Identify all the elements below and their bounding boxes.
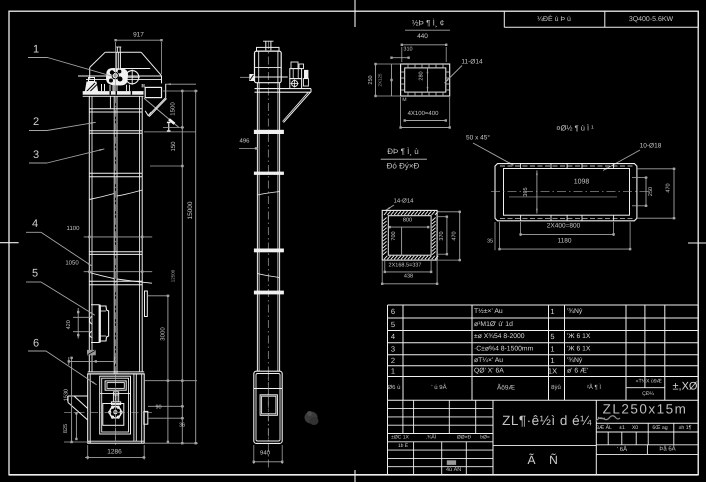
svg-text:35: 35 xyxy=(487,239,493,245)
svg-text:90: 90 xyxy=(155,405,161,411)
svg-text:10-Ø18: 10-Ø18 xyxy=(640,143,662,150)
svg-text:±,XØ: ±,XØ xyxy=(673,381,698,393)
svg-text:QØ' X' 6A: QØ' X' 6A xyxy=(474,368,504,375)
svg-text:2X125: 2X125 xyxy=(378,73,383,87)
svg-text:±h 1¶: ±h 1¶ xyxy=(679,425,692,431)
svg-text:1500: 1500 xyxy=(170,102,177,116)
svg-text:496: 496 xyxy=(239,138,250,145)
svg-text:' ú 9Â: ' ú 9Â xyxy=(431,383,446,391)
svg-text:2X400=800: 2X400=800 xyxy=(547,222,581,229)
svg-text:Ñ: Ñ xyxy=(549,453,558,467)
svg-text:X0: X0 xyxy=(632,425,638,431)
svg-text:1: 1 xyxy=(391,367,395,376)
svg-text:4X100=400: 4X100=400 xyxy=(408,110,440,117)
svg-text:øT¼×' Au: øT¼×' Au xyxy=(474,357,503,364)
svg-text:1050: 1050 xyxy=(65,260,79,267)
svg-text:395: 395 xyxy=(523,187,529,196)
svg-text:ZL250x15m: ZL250x15m xyxy=(603,402,688,417)
svg-text:M: M xyxy=(402,97,406,103)
svg-text:470: 470 xyxy=(666,183,672,192)
svg-text:¼ÐÈ ù Þ ú: ¼ÐÈ ù Þ ú xyxy=(537,14,571,23)
svg-text:15000: 15000 xyxy=(187,201,194,219)
svg-text:8ÿû: 8ÿû xyxy=(551,384,561,391)
svg-text:' 6Å: ' 6Å xyxy=(617,445,627,453)
svg-text:1: 1 xyxy=(550,356,554,365)
svg-text:±ø X¾54 8-2000: ±ø X¾54 8-2000 xyxy=(474,333,525,340)
svg-text:6: 6 xyxy=(391,307,395,316)
svg-text:¤Ø½ ¶ ù Ì ¹: ¤Ø½ ¶ ù Ì ¹ xyxy=(556,124,594,133)
svg-text:Ðó Ðý×Ð: Ðó Ðý×Ð xyxy=(387,162,420,171)
svg-text:ÇÐ¼: ÇÐ¼ xyxy=(642,391,654,397)
svg-text:3000: 3000 xyxy=(160,327,167,341)
svg-text:12500: 12500 xyxy=(171,269,176,282)
svg-text:438: 438 xyxy=(404,273,413,279)
svg-text:ÐÞ ¶ Ì¸ ù: ÐÞ ¶ Ì¸ ù xyxy=(387,147,418,156)
svg-text:1X: 1X xyxy=(548,367,557,376)
svg-text:917: 917 xyxy=(133,32,144,39)
svg-text:150: 150 xyxy=(170,141,177,152)
svg-text:940: 940 xyxy=(260,450,271,457)
svg-text:310: 310 xyxy=(403,47,412,53)
svg-text:½Þ ¶ Ì¸ ¢: ½Þ ¶ Ì¸ ¢ xyxy=(412,19,444,28)
svg-text:825: 825 xyxy=(63,424,69,433)
svg-text:±ØC 1X: ±ØC 1X xyxy=(391,435,409,441)
svg-text:5: 5 xyxy=(32,268,38,280)
svg-text:700: 700 xyxy=(391,231,397,240)
svg-text:ZL¶·ê½ì d é¼: ZL¶·ê½ì d é¼ xyxy=(502,413,592,428)
svg-text:11-Ø14: 11-Ø14 xyxy=(461,59,483,66)
svg-text:'Ж 6 1X: 'Ж 6 1X xyxy=(567,345,591,352)
svg-text:²Ã ¶ Ì: ²Ã ¶ Ì xyxy=(587,383,602,391)
svg-text:2: 2 xyxy=(391,356,395,365)
svg-text:14-Ø14: 14-Ø14 xyxy=(393,198,414,205)
svg-text:250: 250 xyxy=(648,187,654,196)
svg-text:3Æ ÃL: 3Æ ÃL xyxy=(596,424,612,431)
svg-text:bØ=: bØ= xyxy=(480,435,490,441)
svg-text:Þå 6Å: Þå 6Å xyxy=(659,445,675,453)
svg-text:2X168.5=337: 2X168.5=337 xyxy=(389,263,422,269)
svg-text:'¾Ný: '¾Ný xyxy=(567,357,583,364)
svg-text:3Q400-5.6KW: 3Q400-5.6KW xyxy=(629,16,674,23)
svg-text:'¾Ný: '¾Ný xyxy=(567,308,583,315)
svg-text:±1: ±1 xyxy=(619,425,625,431)
svg-text:470: 470 xyxy=(452,231,458,240)
svg-text:1180: 1180 xyxy=(558,237,572,244)
svg-text:'Ж 6 1X: 'Ж 6 1X xyxy=(567,333,591,340)
svg-text:370: 370 xyxy=(439,231,445,240)
svg-text:280: 280 xyxy=(419,71,425,80)
svg-text:·C±ø%4 8-1500mm: ·C±ø%4 8-1500mm xyxy=(474,345,534,352)
svg-text:1098: 1098 xyxy=(574,178,590,185)
svg-text:Ø6 ù: Ø6 ù xyxy=(387,384,400,391)
svg-text:1530: 1530 xyxy=(64,389,70,401)
svg-text:6Œ ag: 6Œ ag xyxy=(652,425,667,431)
svg-text:420: 420 xyxy=(66,320,72,329)
svg-text:ø¹M1Ø' ù' 1d: ø¹M1Ø' ù' 1d xyxy=(474,321,513,328)
svg-text:440: 440 xyxy=(417,33,428,40)
svg-text:4: 4 xyxy=(32,218,38,230)
svg-text:ø' 6 Æ': ø' 6 Æ' xyxy=(567,368,588,375)
svg-text:4ù ÃÑ: 4ù ÃÑ xyxy=(446,466,461,473)
svg-text:Ã: Ã xyxy=(527,453,535,467)
svg-text:T½±×' Au: T½±×' Au xyxy=(474,308,503,315)
svg-text:36: 36 xyxy=(179,422,185,428)
svg-text:1100: 1100 xyxy=(67,225,81,232)
svg-text:250: 250 xyxy=(368,75,374,84)
svg-text:800: 800 xyxy=(403,218,412,224)
svg-text:1b Ë: 1b Ë xyxy=(398,442,409,449)
svg-text:5: 5 xyxy=(391,320,395,329)
svg-text:6: 6 xyxy=(33,338,39,350)
svg-text:.¾ÃÌ: .¾ÃÌ xyxy=(426,434,437,441)
svg-text:3: 3 xyxy=(33,149,39,161)
svg-text:1: 1 xyxy=(550,307,554,316)
svg-text:4: 4 xyxy=(391,332,395,341)
svg-text:»T½X ù9Æ: »T½X ù9Æ xyxy=(636,379,662,385)
svg-text:Ãõ9Æ: Ãõ9Æ xyxy=(497,384,516,392)
svg-text:ØØ×Ð: ØØ×Ð xyxy=(457,435,472,441)
svg-text:1286: 1286 xyxy=(107,449,122,456)
svg-text:5: 5 xyxy=(550,332,554,341)
svg-text:3: 3 xyxy=(391,344,395,353)
svg-text:2: 2 xyxy=(33,116,39,128)
svg-text:1: 1 xyxy=(550,344,554,353)
svg-text:1: 1 xyxy=(33,44,39,56)
svg-text:50 x 45°: 50 x 45° xyxy=(466,135,490,142)
